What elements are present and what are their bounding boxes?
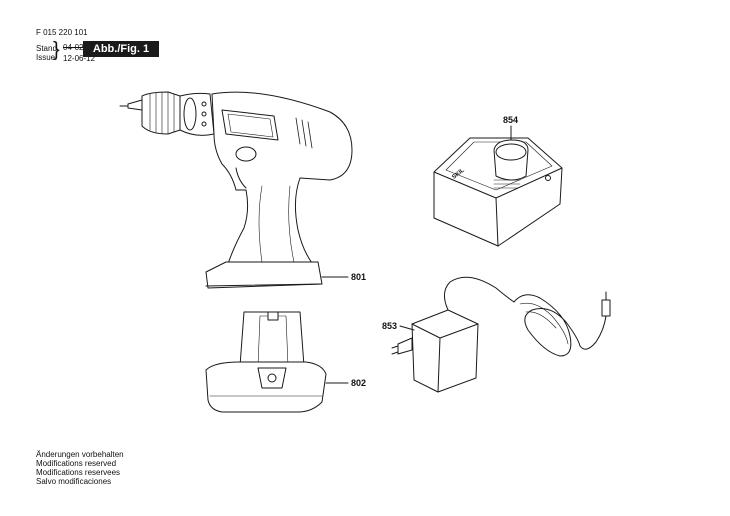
adapter-illustration xyxy=(391,276,611,393)
header-brace: } xyxy=(53,39,60,61)
battery-illustration xyxy=(205,311,327,413)
note-fr: Modifications reservees xyxy=(36,468,121,477)
charger-illustration xyxy=(433,137,563,247)
issue-label: Issue xyxy=(36,53,56,62)
old-date: 04-02 xyxy=(63,43,84,52)
part-label-801: 801 xyxy=(351,272,367,282)
part-label-853: 853 xyxy=(382,321,398,331)
note-es: Salvo modificaciones xyxy=(36,477,112,486)
stand-label: Stand xyxy=(36,44,57,53)
leader-853 xyxy=(399,325,415,331)
part-label-854: 854 xyxy=(503,115,519,125)
figure-badge: Abb./Fig. 1 xyxy=(83,41,159,57)
part-label-802: 802 xyxy=(351,378,367,388)
drill-illustration xyxy=(119,91,353,289)
doc-number: F 015 220 101 xyxy=(36,28,88,37)
new-date: 12-06-12 xyxy=(63,54,96,63)
note-en: Modifications reserved xyxy=(36,459,117,468)
modification-notes: Änderungen vorbehalten Modifications res… xyxy=(36,450,124,486)
note-de: Änderungen vorbehalten xyxy=(36,450,124,459)
